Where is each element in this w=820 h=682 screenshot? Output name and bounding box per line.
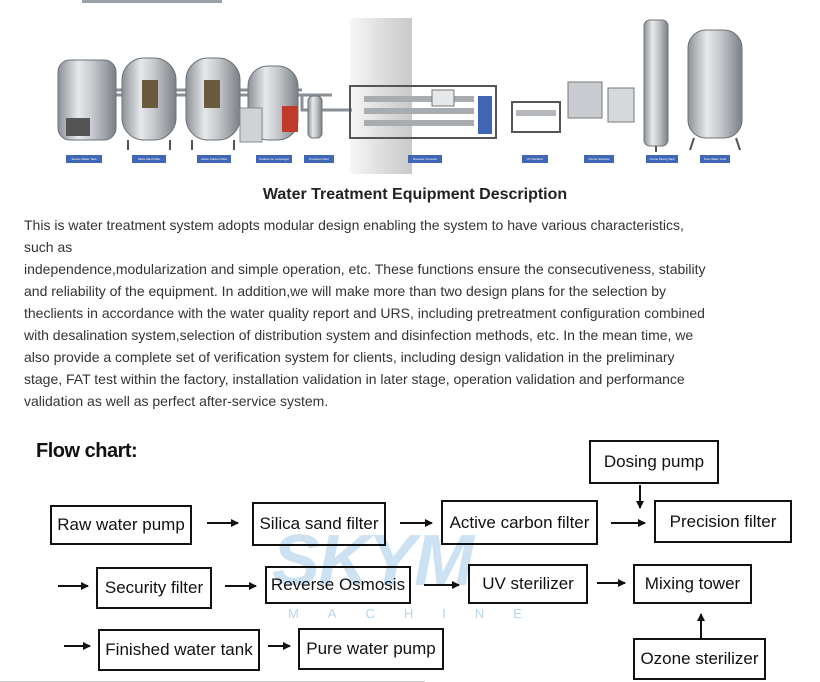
- description-line: such as: [24, 239, 73, 255]
- photo-top-line: [82, 0, 222, 3]
- description-line: This is water treatment system adopts mo…: [24, 217, 684, 233]
- equipment-photo: Source Water Tank Silica Sand Filter Act…: [52, 0, 806, 174]
- description-paragraph: This is water treatment system adopts mo…: [24, 214, 796, 412]
- ozone-sterilizer-unit: [567, 81, 635, 123]
- flow-step-security-filter: Security filter: [96, 567, 212, 609]
- caption-ozone-mixing-tank: Ozone Mixing Tank: [646, 155, 678, 163]
- description-line: stage, FAT test within the factory, inst…: [24, 371, 685, 387]
- flow-step-ozone-sterilizer: Ozone sterilizer: [633, 638, 766, 680]
- watermark-logo: SKYM: [272, 521, 474, 601]
- description-line: also provide a complete set of verificat…: [24, 349, 675, 365]
- description-line: with desalination system,selection of di…: [24, 327, 694, 343]
- flow-step-dosing-pump: Dosing pump: [589, 440, 719, 484]
- section-title: Water Treatment Equipment Description: [262, 186, 568, 203]
- flow-step-mixing-tower: Mixing tower: [633, 564, 752, 604]
- caption-uv-sterilizer: UV Sterilizer: [522, 155, 548, 163]
- description-line: validation as well as perfect after-serv…: [24, 393, 329, 409]
- flow-step-uv-sterilizer: UV sterilizer: [468, 564, 588, 604]
- flow-step-silica-sand-filter: Silica sand filter: [252, 502, 386, 546]
- caption-precision-filter: Precision Filter: [304, 155, 334, 163]
- description-line: and reliability of the equipment. In add…: [24, 283, 667, 299]
- source-water-tank: [57, 59, 117, 141]
- flow-step-reverse-osmosis: Reverse Osmosis: [265, 566, 411, 604]
- caption-sodium-ion-exchanger: Sodium ion exchanger: [256, 155, 292, 163]
- sodium-ion-exchanger-tank: [239, 65, 299, 143]
- description-line: theclients in accordance with the water …: [24, 305, 705, 321]
- ozone-mixing-tower: [643, 19, 669, 152]
- active-carbon-filter-tank: [185, 57, 241, 150]
- caption-silica-sand-filter: Silica Sand Filter: [132, 155, 166, 163]
- flow-step-pure-water-pump: Pure water pump: [298, 628, 444, 670]
- silica-sand-filter-tank: [121, 57, 177, 150]
- caption-source-water-tank: Source Water Tank: [66, 155, 102, 163]
- caption-active-carbon-filter: Active Carbon Filter: [197, 155, 231, 163]
- flow-step-precision-filter: Precision filter: [654, 500, 792, 543]
- equipment-illustration: [57, 19, 743, 152]
- reverse-osmosis-skid: [349, 85, 497, 139]
- caption-pure-water-tank: Pure Water Tank: [700, 155, 730, 163]
- flow-chart-heading: Flow chart:: [36, 440, 138, 462]
- description-line: independence,modularization and simple o…: [24, 261, 706, 277]
- flow-step-active-carbon-filter: Active carbon filter: [441, 500, 598, 545]
- uv-sterilizer-unit: [511, 101, 561, 133]
- flow-step-finished-water-tank: Finished water tank: [98, 629, 260, 671]
- caption-reverse-osmosis: Reverse Osmosis: [408, 155, 442, 163]
- precision-filter-unit: [307, 95, 323, 139]
- pure-water-tank: [687, 29, 743, 151]
- watermark-subtitle: MACHINE: [288, 606, 551, 621]
- flow-step-raw-water-pump: Raw water pump: [50, 505, 192, 545]
- caption-ozone-sterilizer: Ozone Sterilizer: [584, 155, 614, 163]
